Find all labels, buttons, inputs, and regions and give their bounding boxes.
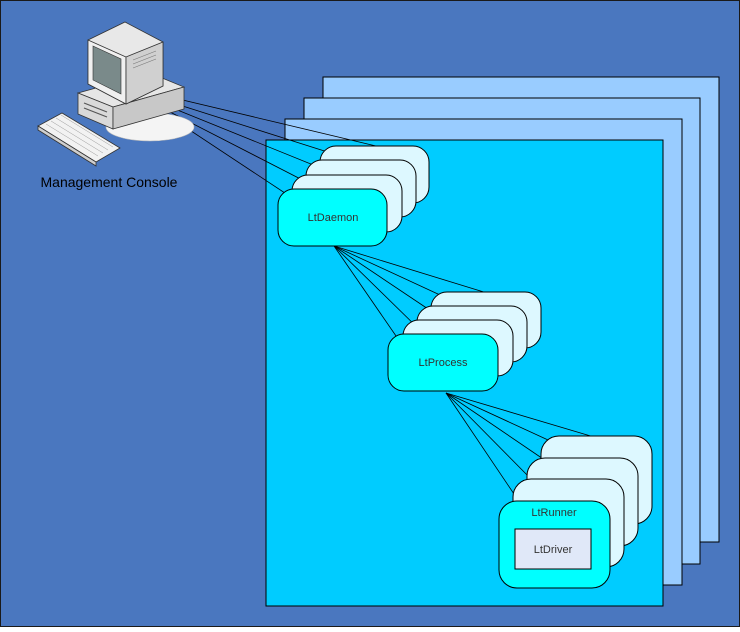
daemon-node [277,188,388,247]
monitor-side [125,41,164,105]
connection-line [333,245,406,350]
monitor-vent [132,54,157,65]
key-row [45,123,99,157]
monitor-screen [92,45,122,95]
drive-slot [83,102,108,113]
console-label: Management Console [41,174,178,190]
daemon-process-connections [333,245,488,350]
connection-line [445,392,595,438]
monitor-vent [132,50,157,61]
process-stack [387,291,542,392]
monitor-vent [132,58,157,69]
keyboard-front [37,125,97,167]
console-connections [169,96,377,204]
connection-line [445,392,515,495]
connection-line [169,106,339,176]
connection-line [445,392,533,481]
key-row [55,117,109,151]
driver-label: LtDriver [534,544,573,556]
keyboard-keys [45,114,114,157]
runner-stack [498,435,653,589]
runner-label: LtRunner [531,507,577,519]
process-node [387,333,499,392]
connection-line [169,111,321,190]
process-label: LtProcess [419,357,468,369]
connection-line [445,392,553,466]
daemon-label: LtDaemon [308,212,359,224]
drive-slot [83,107,108,118]
daemon-stack [277,145,430,247]
desktop-computer-icon [37,21,195,167]
driver-box [514,528,592,570]
system-unit-side [112,86,185,130]
key-row [60,114,114,148]
connection-line [333,245,488,294]
connection-line [169,96,377,147]
connection-line [333,245,426,336]
key-row [50,120,104,154]
